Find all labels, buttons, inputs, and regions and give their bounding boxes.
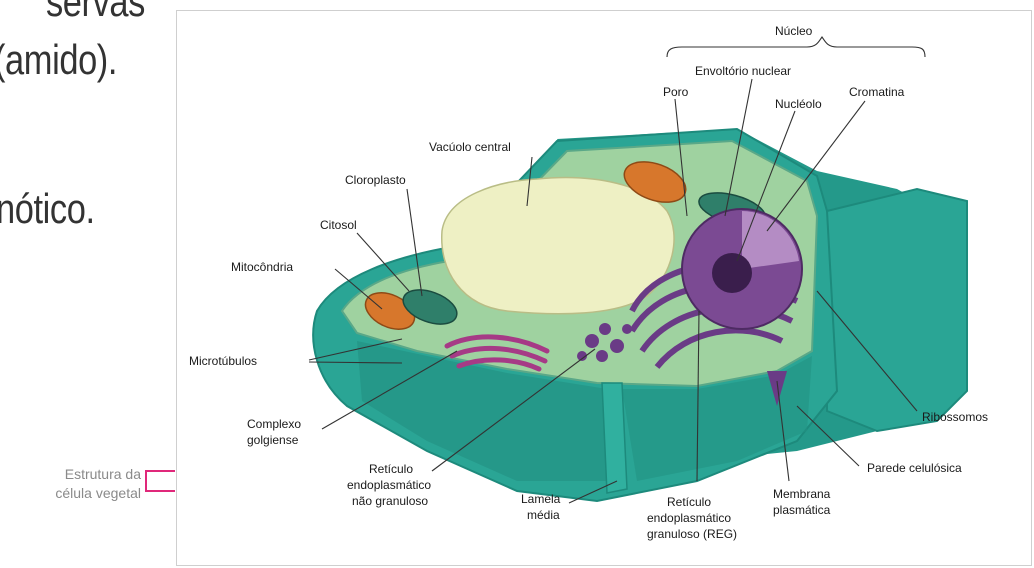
label-complexo-2: golgiense bbox=[247, 433, 299, 447]
label-microtubulos: Microtúbulos bbox=[189, 354, 257, 368]
label-reg-2: endoplasmático bbox=[647, 511, 731, 525]
label-rel-2: endoplasmático bbox=[347, 478, 431, 492]
caption-bracket bbox=[145, 470, 175, 492]
label-complexo-1: Complexo bbox=[247, 417, 301, 431]
label-reg-3: granuloso (REG) bbox=[647, 527, 737, 541]
label-lamela-1: Lamela bbox=[521, 492, 561, 506]
figure-side-caption: Estrutura da célula vegetal bbox=[55, 465, 141, 503]
side-caption-line-1: Estrutura da bbox=[55, 465, 141, 484]
central-vacuole bbox=[442, 178, 674, 314]
nucleus-brace bbox=[667, 37, 925, 57]
side-caption-line-2: célula vegetal bbox=[55, 484, 141, 503]
label-mitocondria: Mitocôndria bbox=[231, 260, 293, 274]
label-envoltorio-nuclear: Envoltório nuclear bbox=[695, 64, 791, 78]
label-membrana-2: plasmática bbox=[773, 503, 831, 517]
partition-wall bbox=[602, 383, 627, 493]
label-lamela-2: média bbox=[527, 508, 560, 522]
label-membrana-1: Membrana bbox=[773, 487, 831, 501]
cell-wall-right bbox=[827, 189, 967, 431]
body-text-line-3: nótico. bbox=[0, 185, 95, 233]
label-nucleolo: Nucléolo bbox=[775, 97, 822, 111]
label-nucleo: Núcleo bbox=[775, 24, 813, 38]
body-text-line-1: servas bbox=[46, 0, 145, 26]
plant-cell-diagram: Núcleo Envoltório nuclear Poro Nucléolo … bbox=[177, 11, 1032, 566]
label-citosol: Citosol bbox=[320, 218, 357, 232]
label-reg-1: Retículo bbox=[667, 495, 711, 509]
body-text-line-2: (amido). bbox=[0, 36, 117, 84]
nucleolus bbox=[712, 253, 752, 293]
label-vacuolo-central: Vacúolo central bbox=[429, 140, 511, 154]
label-rel-1: Retículo bbox=[369, 462, 413, 476]
label-rel-3: não granuloso bbox=[352, 494, 428, 508]
label-cloroplasto: Cloroplasto bbox=[345, 173, 406, 187]
label-poro: Poro bbox=[663, 85, 689, 99]
label-parede-celulosica: Parede celulósica bbox=[867, 461, 962, 475]
plant-cell-figure: Núcleo Envoltório nuclear Poro Nucléolo … bbox=[176, 10, 1032, 566]
label-ribossomos: Ribossomos bbox=[922, 410, 988, 424]
label-cromatina: Cromatina bbox=[849, 85, 905, 99]
